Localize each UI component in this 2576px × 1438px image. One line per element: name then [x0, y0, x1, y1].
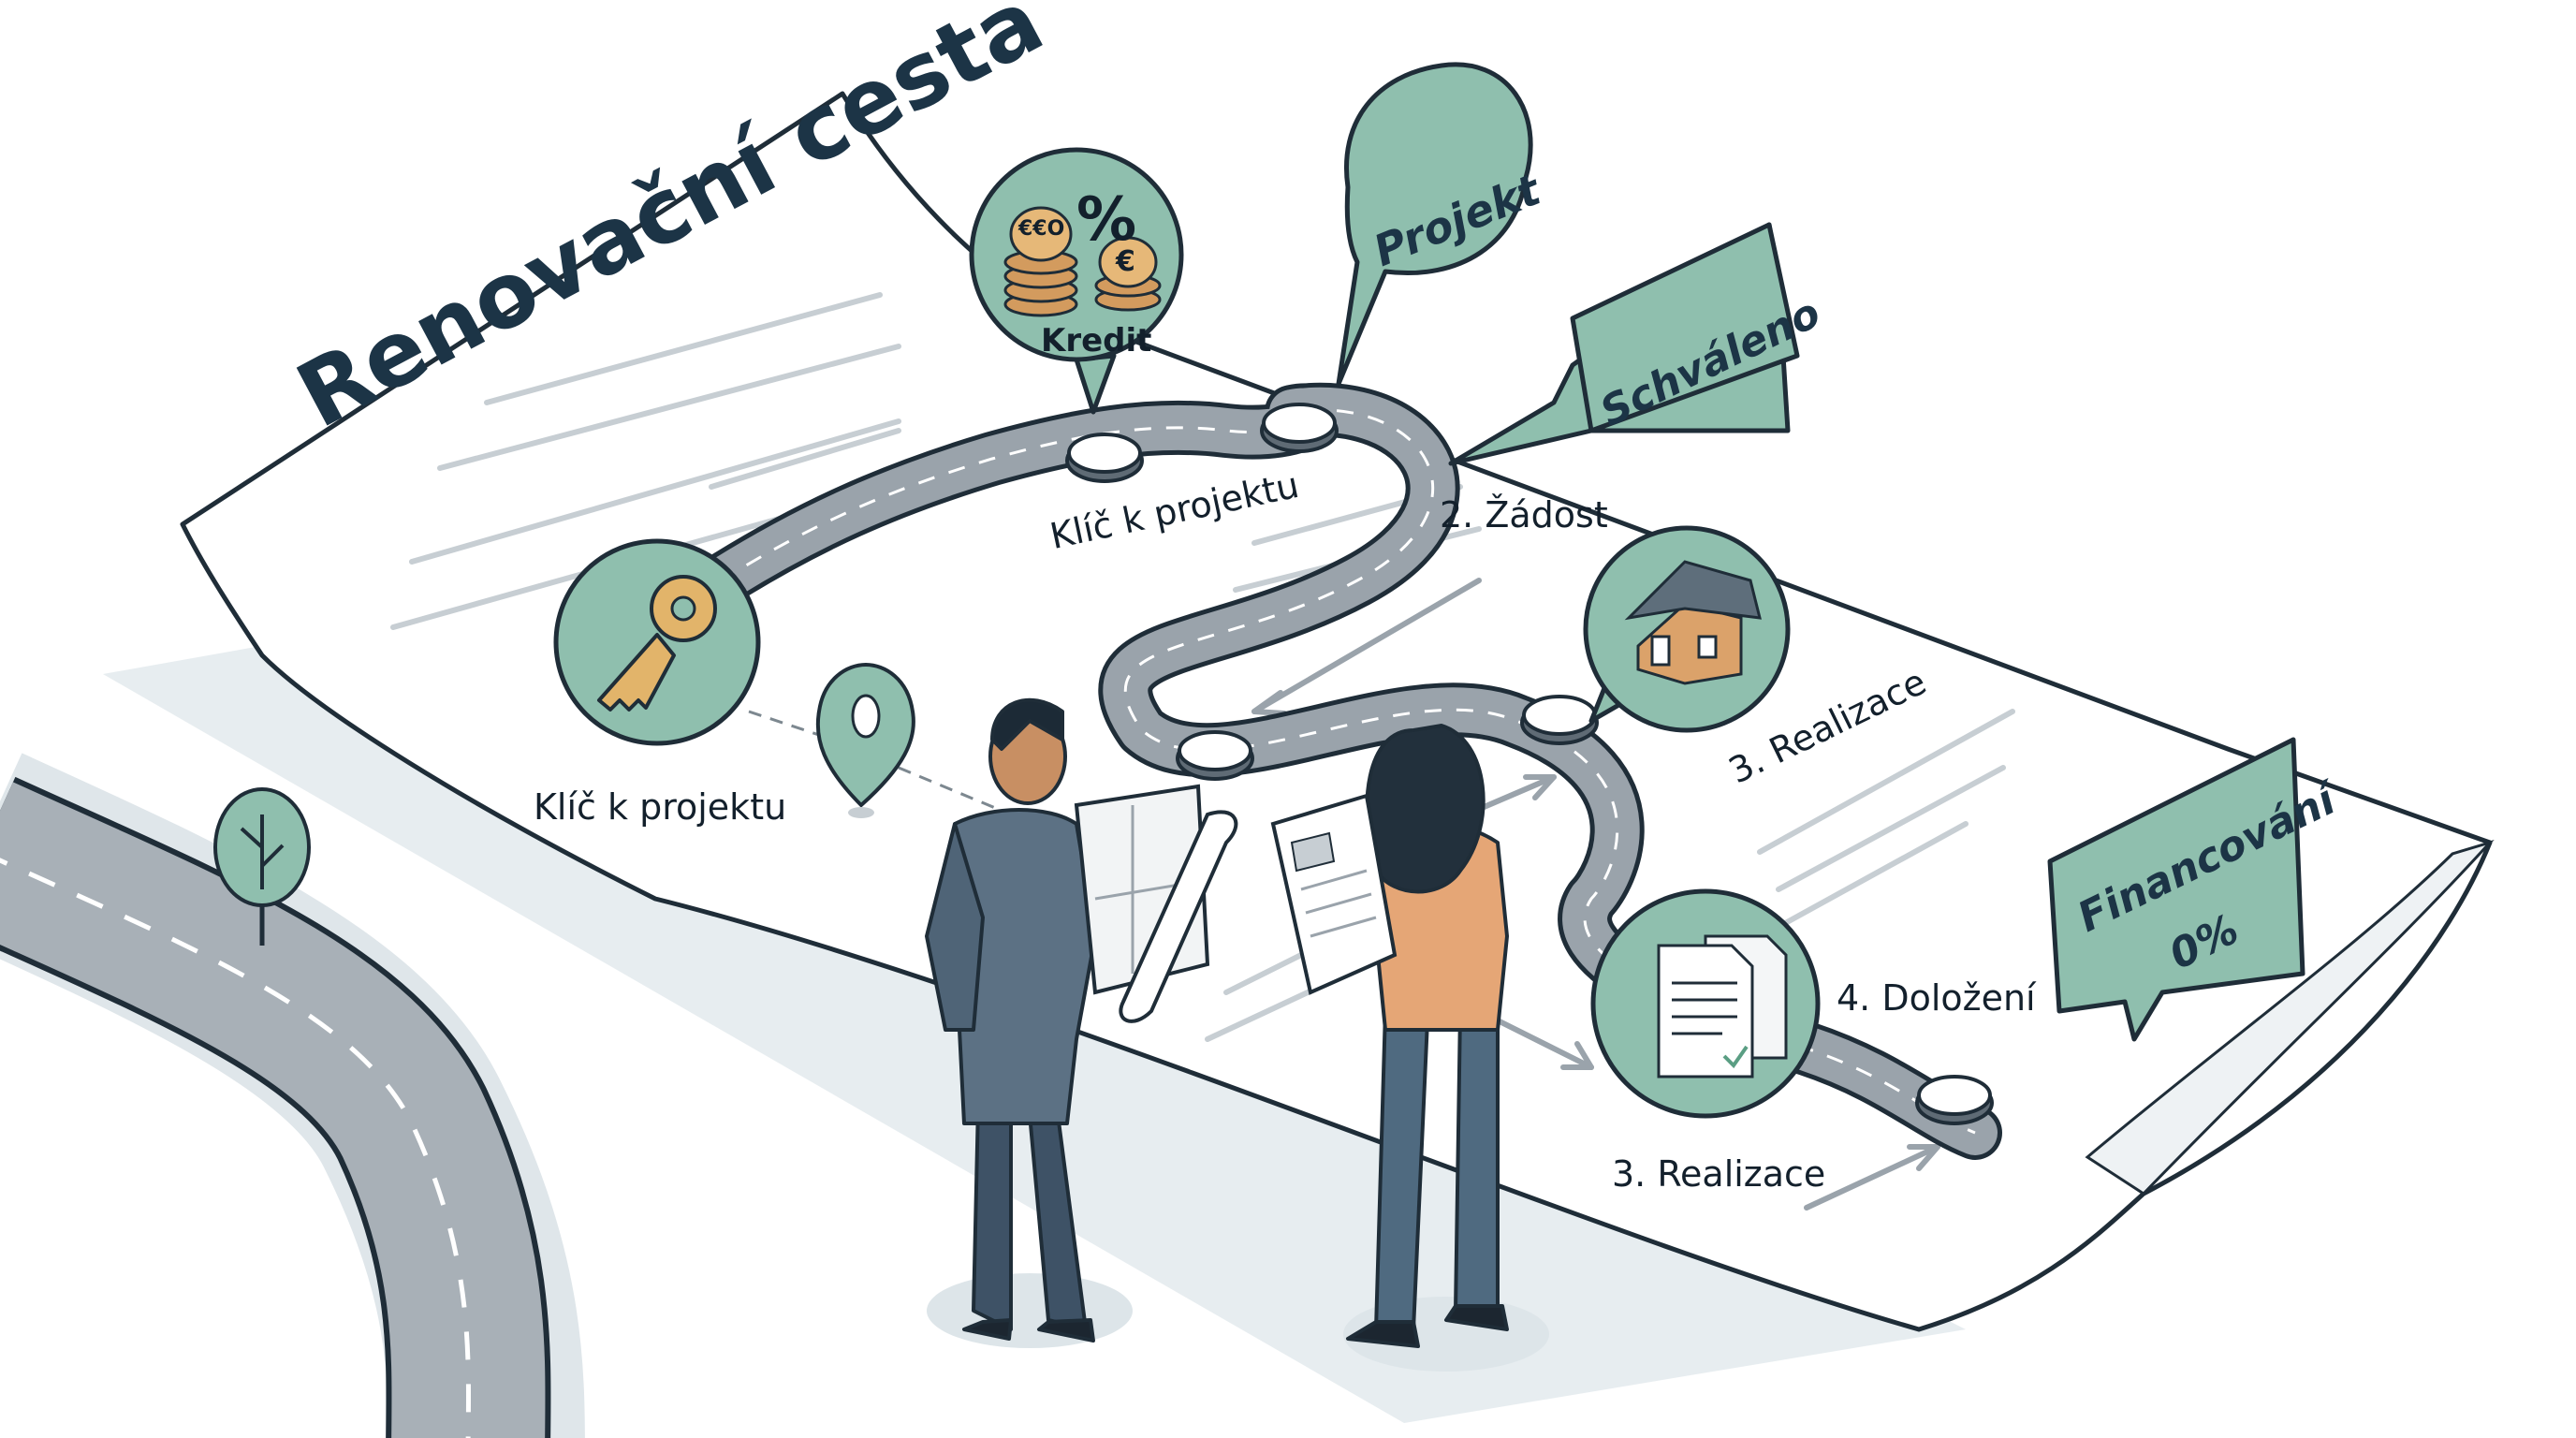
- coin-label-1: €€O: [1018, 217, 1065, 241]
- coin-label-2: €: [1116, 245, 1135, 278]
- route-road: [666, 382, 2002, 1160]
- schvaleno-banner: [1448, 222, 1800, 466]
- key-icon: [553, 538, 761, 746]
- kredit-label: Kredit: [1041, 322, 1152, 360]
- waypoint-1: [1065, 433, 1144, 483]
- house-icon: [1583, 525, 1791, 733]
- waypoint-5: [1915, 1075, 1994, 1125]
- route-waypoints: [1065, 403, 1994, 1125]
- blueprint-roll: [1074, 784, 1238, 1023]
- step-zadost: 2. Žádost: [1440, 494, 1608, 536]
- map-pin-icon: [815, 662, 915, 818]
- documents-icon: [1590, 888, 1821, 1119]
- financovani-banner: [2047, 737, 2305, 1042]
- waypoint-2: [1260, 403, 1339, 453]
- person-man: [925, 697, 1097, 1343]
- projekt-bubble: [1336, 62, 1533, 387]
- waypoint-3: [1176, 730, 1254, 781]
- percent-label: %: [1076, 185, 1137, 255]
- person-woman: [1346, 724, 1509, 1348]
- waypoint-4: [1520, 695, 1599, 745]
- step-klic-left: Klíč k projektu: [534, 786, 787, 828]
- highway-left: [0, 753, 585, 1438]
- step-realizace-bottom: 3. Realizace: [1612, 1153, 1826, 1195]
- tree-icon: [213, 787, 311, 946]
- coins-icon: [969, 147, 1184, 415]
- document-sheet: [1270, 793, 1398, 995]
- step-dolozeni: 4. Doložení: [1837, 977, 2036, 1019]
